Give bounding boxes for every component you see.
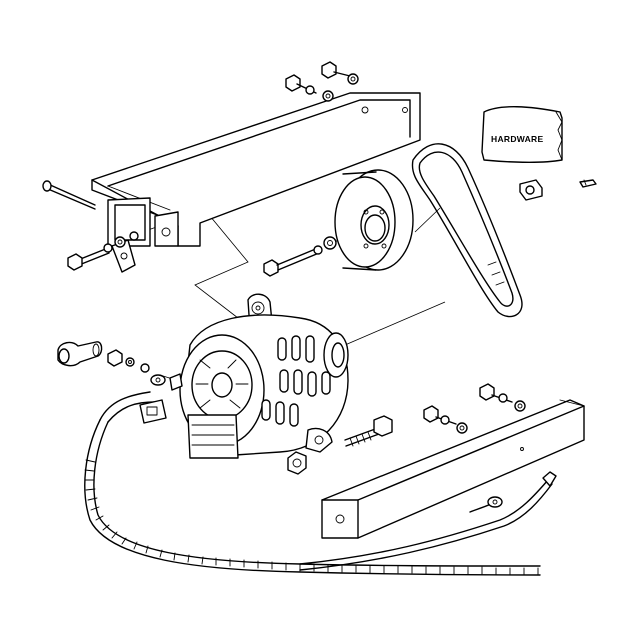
drive-belt (411, 143, 523, 318)
mounting-bracket (91, 92, 421, 273)
bracket-hardware (42, 61, 359, 271)
hardware-bag-label: HARDWARE (491, 134, 543, 144)
pulley (334, 169, 414, 271)
adjusting-bolt (344, 415, 393, 447)
pulley-bolt (263, 236, 337, 277)
alternator (169, 293, 349, 475)
support-bar-hardware (423, 383, 526, 434)
wiring-harness (84, 374, 557, 576)
terminal-boot-and-nuts (57, 341, 150, 373)
small-fittings (519, 179, 597, 201)
hardware-bag: HARDWARE (481, 106, 563, 164)
support-bar (321, 399, 585, 539)
alternator-ribs (261, 335, 331, 427)
loom-coils (84, 459, 539, 576)
